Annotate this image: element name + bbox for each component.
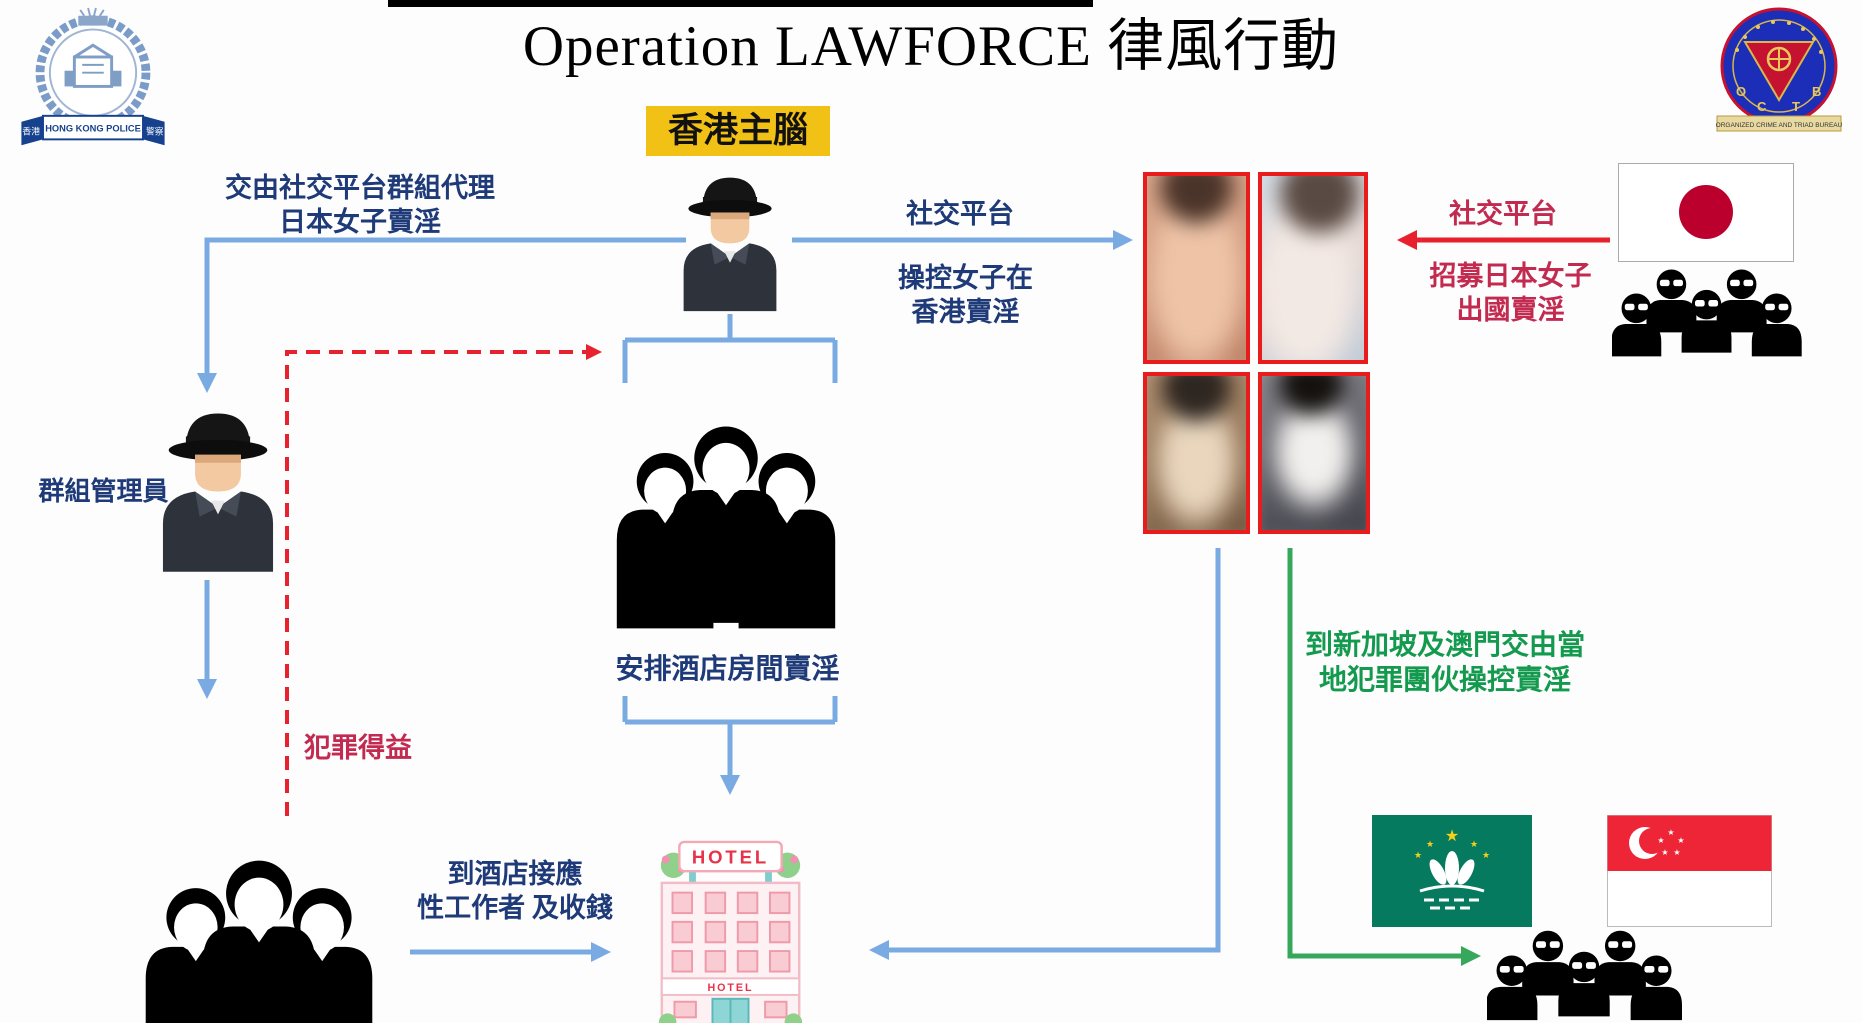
octb-letter-t: T bbox=[1792, 99, 1800, 114]
hk-badge-center-text: HONG KONG POLICE bbox=[45, 124, 141, 134]
svg-text:★: ★ bbox=[1445, 828, 1459, 845]
blue-arrows bbox=[197, 230, 1221, 962]
page-title: Operation LAWFORCE 律風行動 bbox=[522, 15, 1340, 78]
social-platform-left-text: 社交平台 bbox=[906, 199, 1014, 229]
badge-crown-icon bbox=[78, 15, 108, 26]
proceeds-text: 犯罪得益 bbox=[304, 733, 412, 763]
group-admin-label: 群組管理員 bbox=[36, 476, 171, 509]
octb-gold-dots bbox=[1735, 20, 1823, 54]
hotel-sign-mid: HOTEL bbox=[707, 982, 753, 994]
overseas-annotation: 到新加坡及澳門交由當 地犯罪團伙操控賣淫 bbox=[1295, 628, 1595, 698]
octb-letter-b: B bbox=[1812, 84, 1821, 99]
hotel-sign-top: HOTEL bbox=[692, 846, 769, 867]
red-arrows bbox=[285, 230, 1610, 816]
octb-letter-o: O bbox=[1736, 84, 1746, 99]
blurred-photo-3 bbox=[1143, 372, 1250, 534]
control-line1: 操控女子在 bbox=[898, 263, 1033, 293]
arrange-hotel-label: 安排酒店房間賣淫 bbox=[610, 652, 845, 687]
svg-text:★: ★ bbox=[1661, 848, 1668, 857]
green-arrow bbox=[1287, 548, 1481, 966]
top-black-bar bbox=[388, 0, 1093, 7]
overseas-syndicate-crowd-icon bbox=[1487, 930, 1682, 1021]
mastermind-tag: 香港主腦 bbox=[646, 106, 830, 156]
svg-text:★: ★ bbox=[1414, 850, 1422, 860]
svg-text:★: ★ bbox=[1470, 839, 1478, 849]
svg-text:★: ★ bbox=[1482, 850, 1490, 860]
japan-flag bbox=[1618, 163, 1794, 262]
singapore-flag: ★ ★ ★ ★ ★ bbox=[1607, 815, 1772, 927]
mastermind-detective-icon bbox=[683, 177, 777, 312]
arrange-hotel-text: 安排酒店房間賣淫 bbox=[615, 654, 840, 685]
svg-text:★: ★ bbox=[1657, 836, 1664, 845]
octb-banner-text: ORGANIZED CRIME AND TRIAD BUREAU bbox=[1716, 122, 1843, 129]
delegate-line1: 交由社交平台群組代理 bbox=[225, 173, 495, 203]
control-annotation: 操控女子在 香港賣淫 bbox=[893, 262, 1038, 330]
hk-badge-right-text: 警察 bbox=[146, 125, 164, 136]
group-admin-detective-icon bbox=[162, 413, 274, 572]
money-collectors-group-icon bbox=[145, 860, 373, 1023]
delegate-annotation: 交由社交平台群組代理 日本女子賣淫 bbox=[215, 172, 505, 240]
control-line2: 香港賣淫 bbox=[911, 296, 1020, 327]
overseas-line2: 地犯罪團伙操控賣淫 bbox=[1318, 665, 1571, 696]
blurred-photo-1 bbox=[1143, 172, 1250, 364]
hk-police-badge: 香港 HONG KONG POLICE 警察 bbox=[21, 7, 165, 146]
macau-flag: ★ ★ ★ ★ ★ bbox=[1372, 815, 1532, 927]
blurred-photo-4 bbox=[1258, 372, 1370, 534]
social-platform-left-label: 社交平台 bbox=[905, 198, 1015, 232]
hk-badge-left-text: 香港 bbox=[22, 125, 40, 136]
blurred-photo-2 bbox=[1258, 172, 1368, 364]
group-admin-text: 群組管理員 bbox=[38, 477, 169, 506]
svg-text:★: ★ bbox=[1426, 839, 1434, 849]
delegate-line2: 日本女子賣淫 bbox=[279, 206, 441, 237]
recruit-line2: 出國賣淫 bbox=[1456, 294, 1565, 325]
proceeds-label: 犯罪得益 bbox=[298, 732, 418, 766]
japan-recruits-crowd-icon bbox=[1612, 269, 1802, 357]
recruit-annotation: 招募日本女子 出國賣淫 bbox=[1428, 260, 1593, 328]
svg-text:★: ★ bbox=[1667, 828, 1674, 837]
hotel-handlers-group-icon bbox=[616, 426, 836, 629]
svg-text:★: ★ bbox=[1673, 848, 1680, 857]
pickup-line1: 到酒店接應 bbox=[447, 859, 583, 889]
octb-letter-c: C bbox=[1757, 99, 1767, 114]
octb-badge: O C T B ORGANIZED CRIME AND TRIAD BUREAU bbox=[1716, 7, 1843, 132]
hotel-icon: HOTEL HOTEL bbox=[658, 840, 803, 1023]
mastermind-tag-label: 香港主腦 bbox=[667, 111, 808, 150]
social-platform-right-label: 社交平台 bbox=[1448, 198, 1558, 232]
pickup-annotation: 到酒店接應 性工作者 及收錢 bbox=[405, 858, 625, 926]
social-platform-right-text: 社交平台 bbox=[1449, 199, 1557, 229]
pickup-line2: 性工作者 及收錢 bbox=[417, 892, 613, 923]
svg-text:★: ★ bbox=[1677, 836, 1684, 845]
recruit-line1: 招募日本女子 bbox=[1429, 261, 1592, 291]
overseas-line1: 到新加坡及澳門交由當 bbox=[1304, 630, 1585, 661]
